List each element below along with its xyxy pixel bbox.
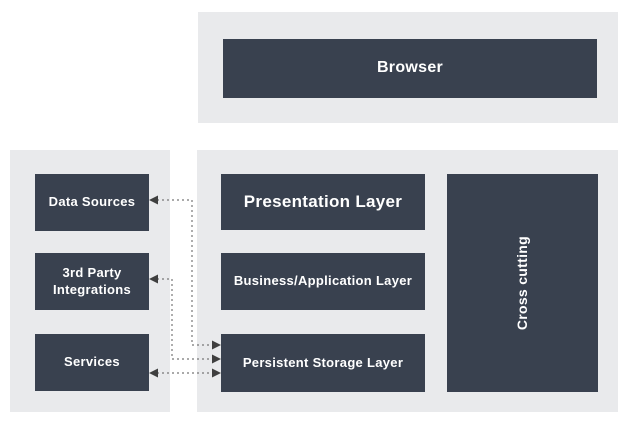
presentation-layer-node: Presentation Layer xyxy=(221,174,425,230)
third-party-integrations-node: 3rd Party Integrations xyxy=(35,253,149,310)
cross-cutting-label: Cross cutting xyxy=(514,235,531,331)
browser-node: Browser xyxy=(223,39,597,98)
business-application-layer-label: Business/Application Layer xyxy=(233,273,413,289)
business-application-layer-node: Business/Application Layer xyxy=(221,253,425,310)
services-label: Services xyxy=(64,354,120,370)
persistent-storage-layer-label: Persistent Storage Layer xyxy=(242,354,404,370)
services-node: Services xyxy=(35,334,149,391)
third-party-integrations-label: 3rd Party Integrations xyxy=(53,264,131,297)
persistent-storage-layer-node: Persistent Storage Layer xyxy=(221,334,425,392)
cross-cutting-node: Cross cutting xyxy=(447,174,598,392)
presentation-layer-label: Presentation Layer xyxy=(243,191,403,211)
data-sources-label: Data Sources xyxy=(48,194,136,210)
data-sources-node: Data Sources xyxy=(35,174,149,231)
browser-node-label: Browser xyxy=(376,59,444,77)
